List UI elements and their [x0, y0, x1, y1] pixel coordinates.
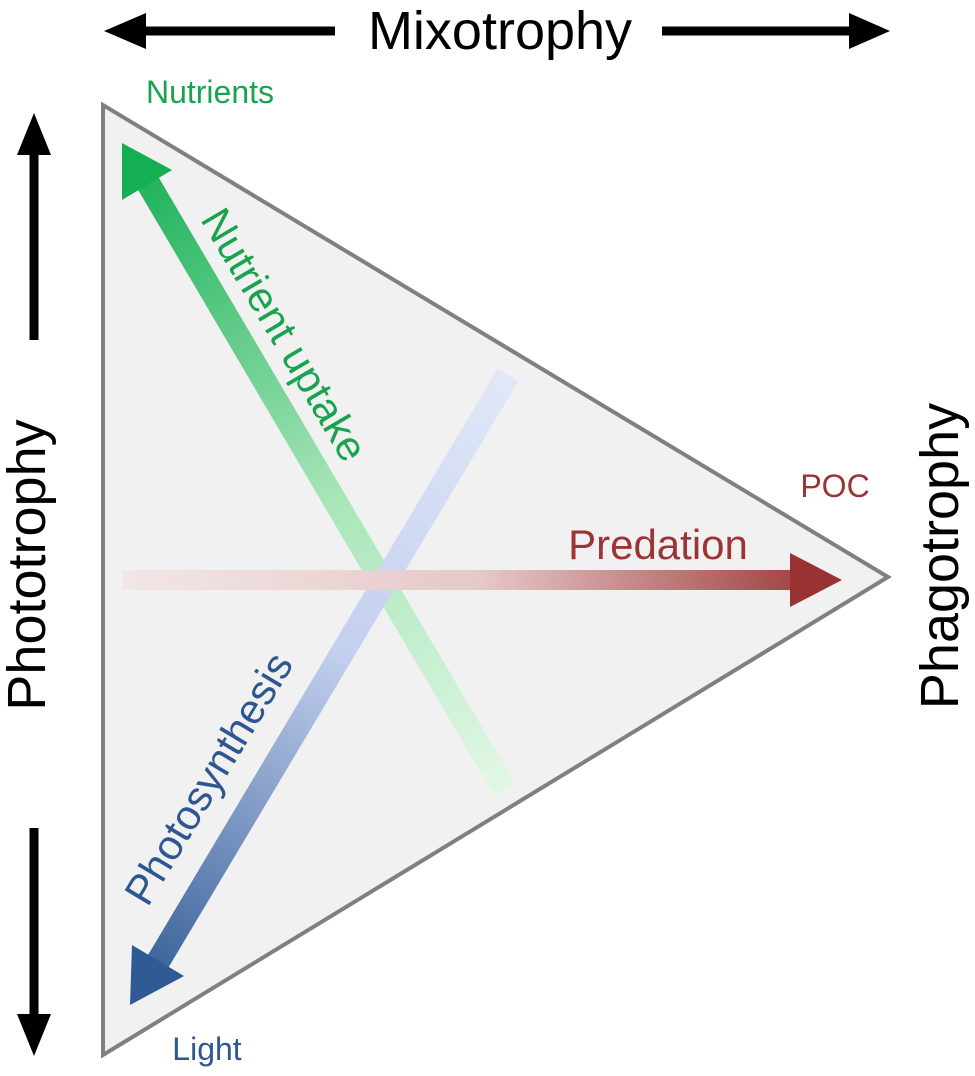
top-axis-right-arrow: [662, 13, 890, 49]
corner-label-poc: POC: [800, 468, 869, 504]
left-axis-up-arrow: [17, 113, 51, 340]
top-axis-left-arrow: [104, 13, 335, 49]
corner-label-nutrients: Nutrients: [146, 74, 274, 110]
process-label-predation: Predation: [568, 521, 748, 568]
corner-label-light: Light: [172, 1031, 242, 1067]
photosynthesis-arrow: [130, 368, 519, 1005]
left-axis-down-arrow: [17, 828, 51, 1056]
axis-label-phagotrophy: Phagotrophy: [910, 403, 970, 709]
axis-label-mixotrophy: Mixotrophy: [368, 1, 632, 61]
predation-arrow: [123, 553, 842, 607]
axis-label-phototrophy: Phototrophy: [0, 419, 57, 710]
nutrient-uptake-arrow: [122, 143, 516, 797]
